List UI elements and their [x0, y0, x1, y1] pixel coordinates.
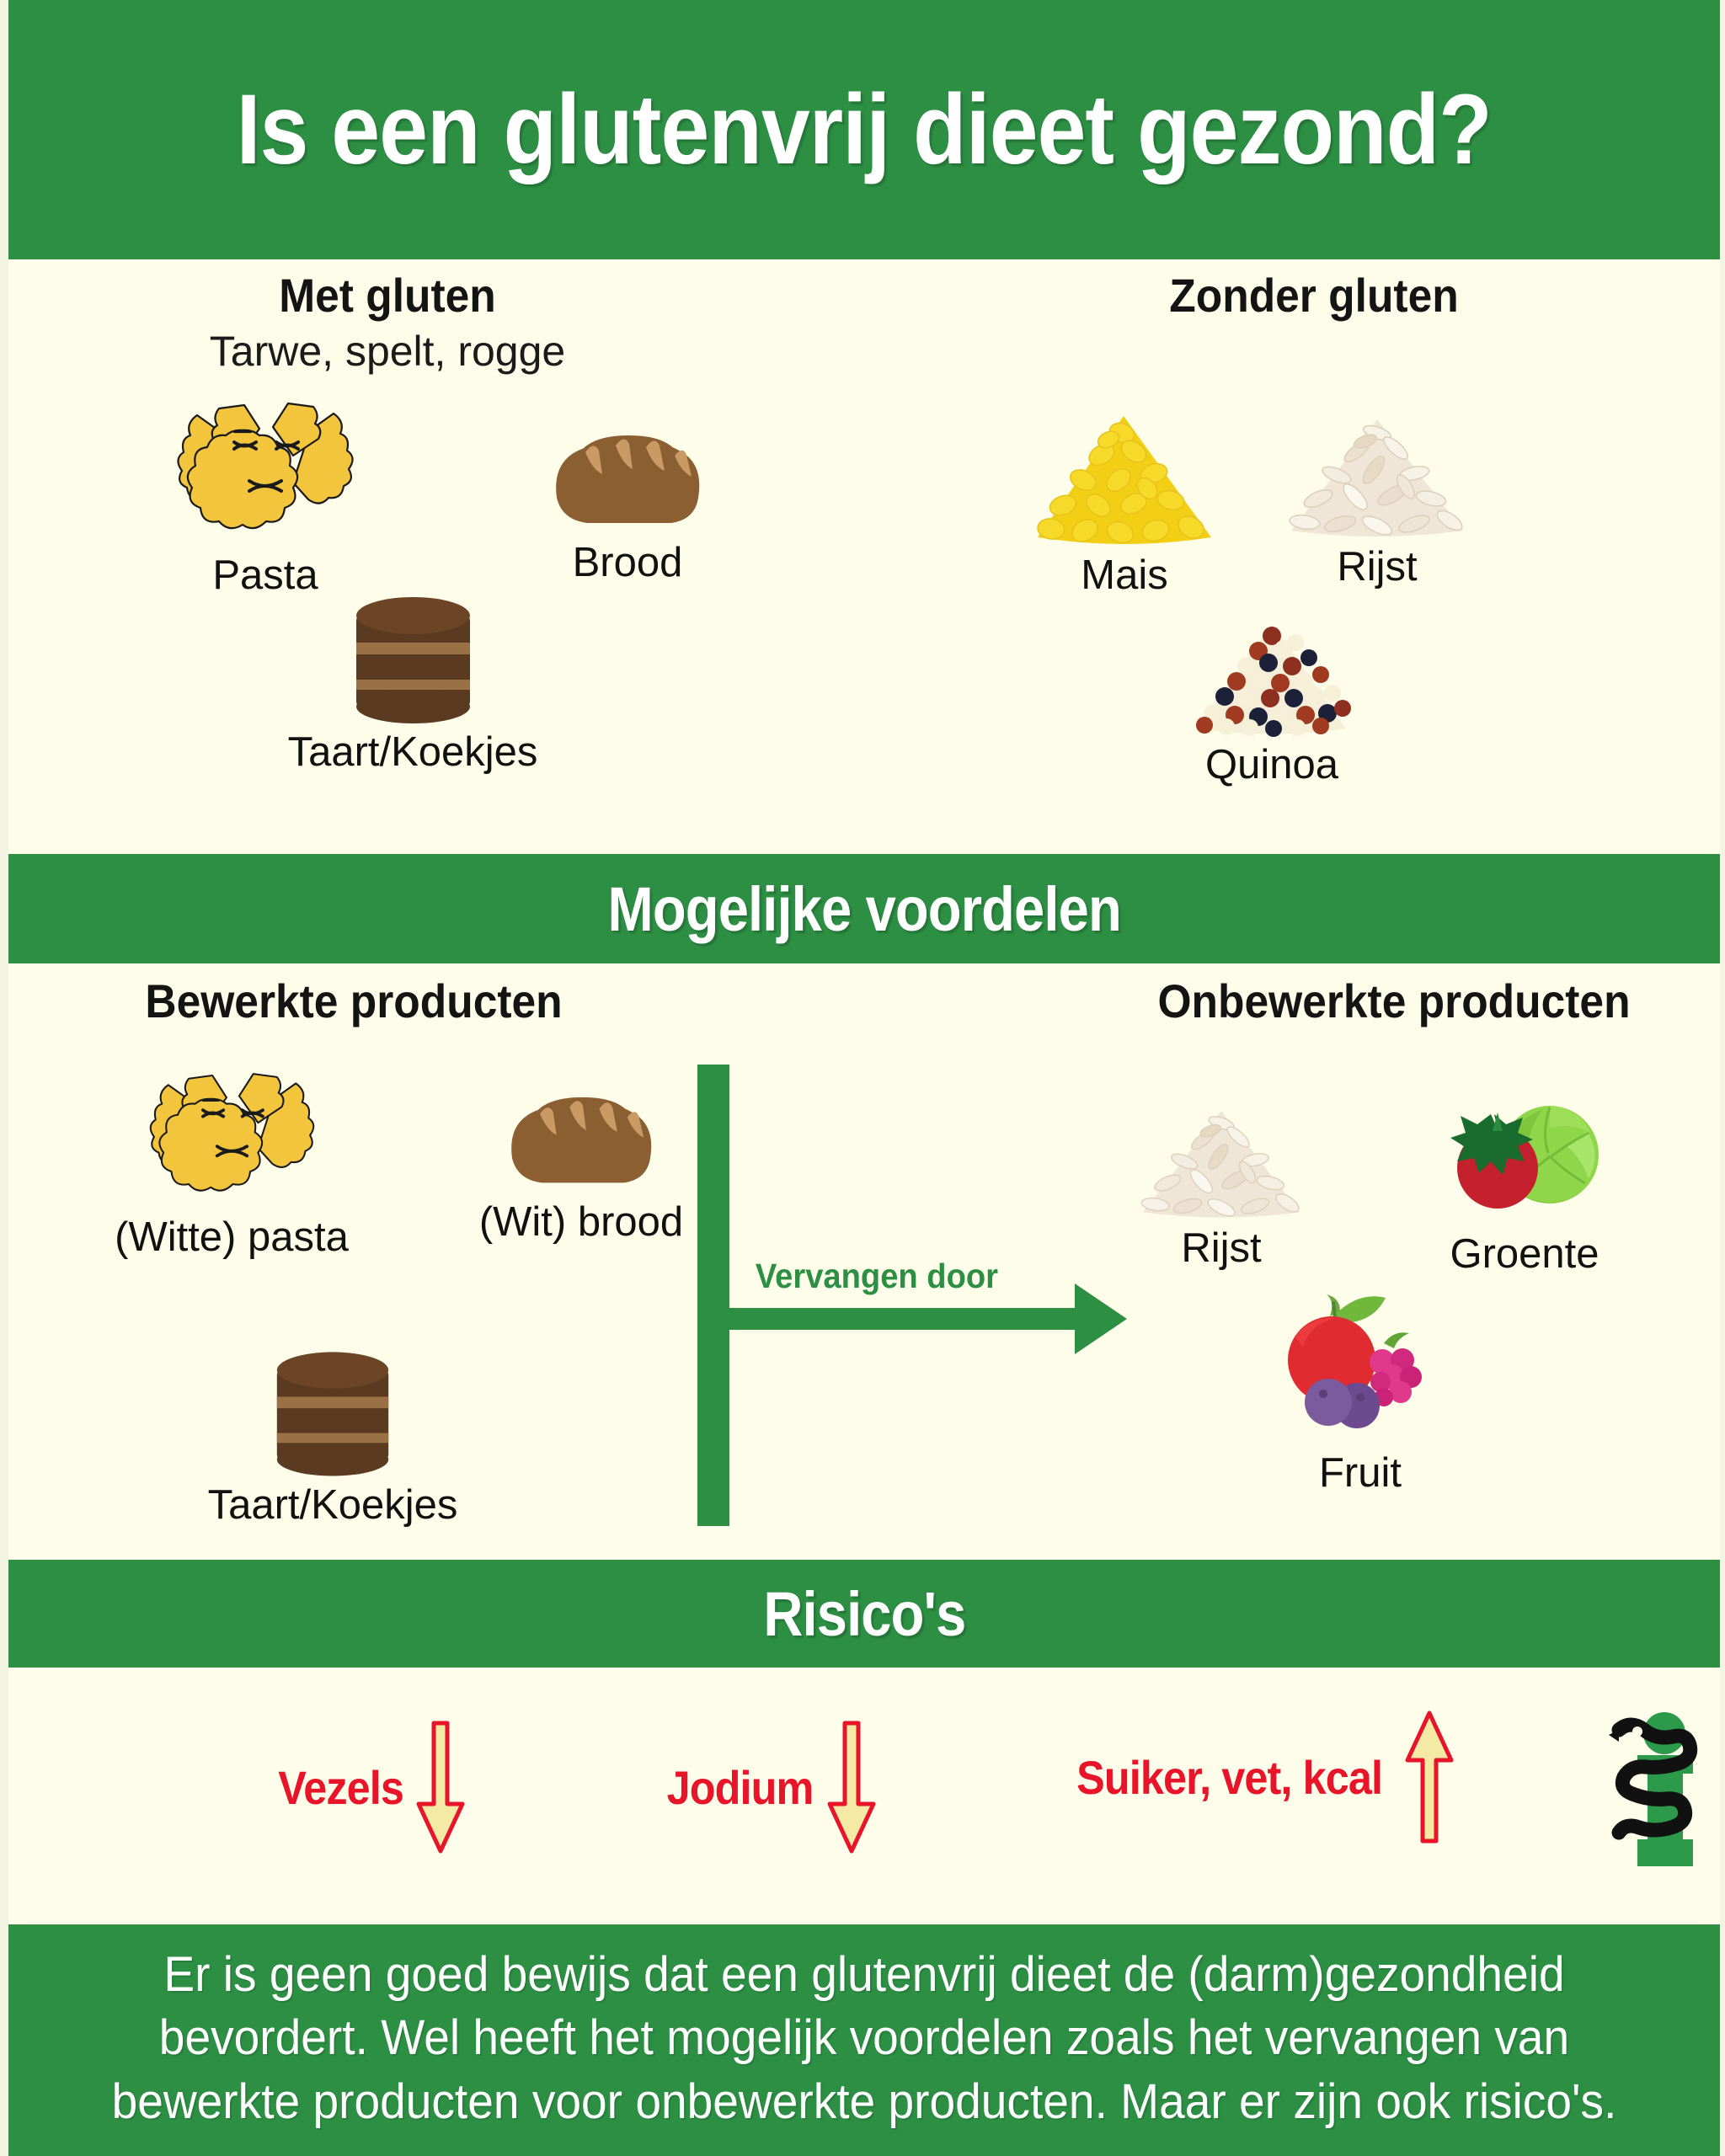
page-title: Is een glutenvrij dieet gezond?: [236, 74, 1493, 185]
item-fruit: Fruit: [1221, 1288, 1499, 1497]
item-label: Taart/Koekjes: [287, 729, 538, 775]
onbewerkte-producten-heading: Onbewerkte producten: [1157, 974, 1631, 1027]
flow-label: Vervangen door: [755, 1257, 999, 1295]
item-label: (Witte) pasta: [115, 1214, 349, 1260]
gluten-comparison-panel: Met gluten Tarwe, spelt, rogge: [8, 259, 1720, 854]
item-label: Rijst: [1181, 1225, 1262, 1271]
header-band: Is een glutenvrij dieet gezond?: [8, 0, 1720, 259]
voordelen-panel: Bewerkte producten (Witte) pasta: [8, 963, 1720, 1560]
met-gluten-heading: Met gluten: [279, 269, 496, 322]
footer-band: Er is geen goed bewijs dat een glutenvri…: [8, 1924, 1720, 2156]
cake-icon: [355, 597, 470, 723]
footer-conclusion-text: Er is geen goed bewijs dat een glutenvri…: [111, 1947, 1617, 2129]
asclepius-staff-icon: [1609, 1712, 1698, 1866]
item-label: Pasta: [212, 552, 318, 598]
item-rice: Rijst: [1238, 411, 1516, 590]
risk-panel: Vezels Jodium Suiker, vet, kcal: [8, 1668, 1720, 1924]
item-label: Taart/Koekjes: [207, 1482, 458, 1528]
flow-horizontal-bar: [724, 1308, 1078, 1330]
bread-loaf-icon: [556, 435, 700, 523]
voordelen-band-title: Mogelijke voordelen: [607, 873, 1121, 944]
item-bread: Brood: [505, 432, 750, 586]
item-cake-2: Taart/Koekjes: [181, 1347, 484, 1529]
arrow-down-icon: [827, 1721, 876, 1854]
arrow-up-icon: [1405, 1710, 1454, 1844]
risk-label: Vezels: [278, 1761, 404, 1814]
arrow-down-icon: [416, 1721, 465, 1854]
flow-arrow-head-icon: [1075, 1283, 1127, 1354]
item-rice-2: Rijst: [1095, 1102, 1348, 1272]
risk-label: Suiker, vet, kcal: [1076, 1751, 1383, 1804]
met-gluten-subheading: Tarwe, spelt, rogge: [209, 328, 566, 375]
item-quinoa: Quinoa: [1133, 617, 1411, 788]
risicos-band: Risico's: [8, 1560, 1720, 1668]
risicos-band-title: Risico's: [762, 1578, 966, 1649]
item-vegetables: Groente: [1390, 1094, 1659, 1278]
item-label: (Wit) brood: [478, 1199, 684, 1245]
vegetables-icon: [1450, 1106, 1599, 1209]
flow-vertical-bar: [697, 1065, 729, 1526]
item-corn: Mais: [998, 411, 1251, 599]
corn-pile-icon: [1037, 416, 1211, 544]
rice-pile-icon: [1288, 419, 1463, 536]
voordelen-band: Mogelijke voordelen: [8, 854, 1720, 963]
pasta-bowtie-icon: [177, 402, 354, 530]
zonder-gluten-heading: Zonder gluten: [1169, 269, 1459, 322]
risk-vezels: Vezels: [271, 1718, 467, 1857]
risk-suiker-vet-kcal: Suiker, vet, kcal: [1060, 1708, 1456, 1847]
item-cake: Taart/Koekjes: [261, 592, 564, 776]
item-white-bread: (Wit) brood: [438, 1094, 724, 1246]
risk-label: Jodium: [666, 1761, 814, 1814]
cake-icon: [276, 1352, 389, 1476]
rice-pile-icon: [1140, 1111, 1300, 1218]
logo-wrapper: [1592, 1706, 1718, 1879]
quinoa-pile-icon: [1196, 624, 1351, 737]
risk-jodium: Jodium: [659, 1718, 879, 1857]
item-label: Quinoa: [1204, 742, 1338, 787]
item-label: Mais: [1081, 552, 1168, 598]
bewerkte-producten-heading: Bewerkte producten: [145, 974, 563, 1027]
item-label: Rijst: [1337, 544, 1418, 590]
item-white-pasta: (Witte) pasta: [84, 1060, 379, 1261]
item-label: Groente: [1450, 1231, 1599, 1277]
item-pasta: Pasta: [143, 390, 387, 599]
item-label: Fruit: [1319, 1450, 1402, 1496]
fruit-icon: [1288, 1294, 1422, 1428]
pasta-bowtie-icon: [149, 1073, 314, 1192]
bread-loaf-icon: [511, 1097, 652, 1183]
item-label: Brood: [572, 540, 683, 585]
